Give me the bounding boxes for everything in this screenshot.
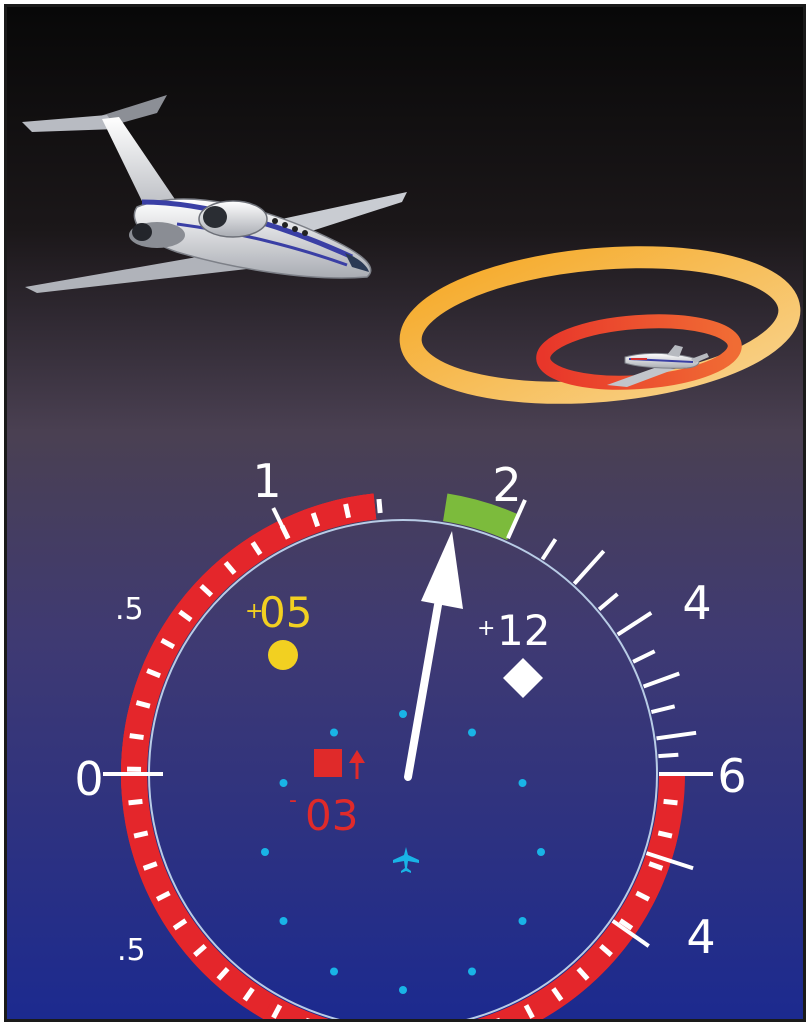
scale-ticks xyxy=(103,498,713,1019)
traffic-advisory-yellow: + 05 xyxy=(245,588,312,670)
scale-label-six: 6 xyxy=(717,749,746,803)
red-band-dash xyxy=(193,944,207,957)
white-diamond-icon xyxy=(503,658,543,698)
range-dot xyxy=(261,848,269,856)
red-band-dash xyxy=(146,668,162,679)
business-jet-illustration xyxy=(22,95,407,293)
scale-tick xyxy=(650,704,676,715)
red-band-dash xyxy=(551,987,564,1002)
red-band-dash xyxy=(343,503,351,519)
yellow-circle-icon xyxy=(268,640,298,670)
red-band-dash xyxy=(129,733,144,741)
green-band xyxy=(443,493,519,541)
scale-label-two: 2 xyxy=(492,458,521,512)
scale-tick xyxy=(597,592,619,611)
red-band-dash xyxy=(576,967,590,981)
climb-arrow-icon xyxy=(349,750,365,779)
traffic-white-altitude: 12 xyxy=(497,606,550,655)
protection-rings-illustration xyxy=(399,246,801,404)
red-band-dash xyxy=(618,918,634,931)
range-dot xyxy=(279,779,288,787)
red-band-dash xyxy=(635,890,651,902)
scale-tick xyxy=(658,752,679,759)
red-band-lower-right xyxy=(531,774,685,1019)
scale-tick xyxy=(572,549,606,586)
red-band-dash xyxy=(155,890,171,902)
traffic-other-white: + 12 xyxy=(477,606,550,698)
range-dot xyxy=(468,728,476,737)
scale-tick xyxy=(540,538,558,561)
major-tick xyxy=(506,499,527,540)
red-band-dash xyxy=(133,830,149,839)
red-band-dash xyxy=(663,798,678,806)
scale-label-four-upper: 4 xyxy=(682,576,711,630)
red-band-dash xyxy=(599,944,613,957)
red-band-dash xyxy=(657,830,673,839)
tcas-traffic-display: .5 1 2 4 0 6 .5 4 + 05 + 12 - 03 xyxy=(74,454,747,1019)
tcas-illustration: .5 1 2 4 0 6 .5 4 + 05 + 12 - 03 xyxy=(7,7,803,1019)
scale-tick xyxy=(656,730,697,741)
scale-tick xyxy=(632,649,656,664)
range-dot xyxy=(518,779,527,787)
range-dot xyxy=(330,967,338,976)
traffic-red-sign: - xyxy=(289,788,297,813)
red-band-dash xyxy=(160,638,176,650)
red-band-dash xyxy=(223,560,237,575)
red-band-dash xyxy=(142,861,158,871)
scale-label-upper-half: .5 xyxy=(115,592,144,627)
vertical-speed-needle xyxy=(404,531,463,781)
range-dot xyxy=(537,848,545,856)
scale-label-one: 1 xyxy=(252,454,281,508)
major-tick xyxy=(271,507,290,540)
range-ring-dots xyxy=(261,710,545,994)
red-band-dash xyxy=(172,918,188,931)
red-band-dash xyxy=(523,1004,535,1019)
traffic-yellow-altitude: 05 xyxy=(259,588,312,637)
scale-tick xyxy=(616,611,653,637)
range-dot xyxy=(399,710,407,718)
traffic-yellow-sign: + xyxy=(245,599,263,624)
range-dot xyxy=(330,728,338,737)
red-band-dash xyxy=(310,512,321,528)
red-band-dash xyxy=(216,967,230,981)
traffic-red-altitude: 03 xyxy=(305,791,358,840)
red-band-dash xyxy=(128,798,143,806)
scale-label-lower-half: .5 xyxy=(117,933,146,968)
scale-label-zero: 0 xyxy=(74,752,103,806)
red-band-dash xyxy=(135,700,151,709)
red-square-icon xyxy=(314,749,342,777)
own-aircraft-icon xyxy=(393,847,419,873)
red-band-dash xyxy=(376,498,383,514)
range-dot xyxy=(468,967,476,976)
red-band-dash xyxy=(199,583,214,598)
major-tick xyxy=(611,919,650,948)
red-band-dash xyxy=(250,541,263,556)
scale-tick xyxy=(642,671,680,689)
illustration-frame: .5 1 2 4 0 6 .5 4 + 05 + 12 - 03 xyxy=(4,4,806,1022)
range-dot xyxy=(279,917,288,925)
red-band-upper xyxy=(121,493,377,774)
traffic-resolution-red: - 03 xyxy=(289,749,365,840)
range-dot xyxy=(518,917,527,925)
red-band-dash xyxy=(178,609,193,623)
range-dot xyxy=(399,986,407,994)
red-band-dash xyxy=(242,987,255,1002)
scale-label-four-lower: 4 xyxy=(686,910,715,964)
red-band-lower-left xyxy=(121,774,275,1019)
traffic-white-sign: + xyxy=(477,616,495,641)
red-band-dash xyxy=(648,861,664,871)
small-jet-illustration xyxy=(607,345,709,387)
major-tick xyxy=(645,851,694,871)
red-band-dash xyxy=(271,1004,283,1019)
red-band-bottom xyxy=(262,995,544,1019)
